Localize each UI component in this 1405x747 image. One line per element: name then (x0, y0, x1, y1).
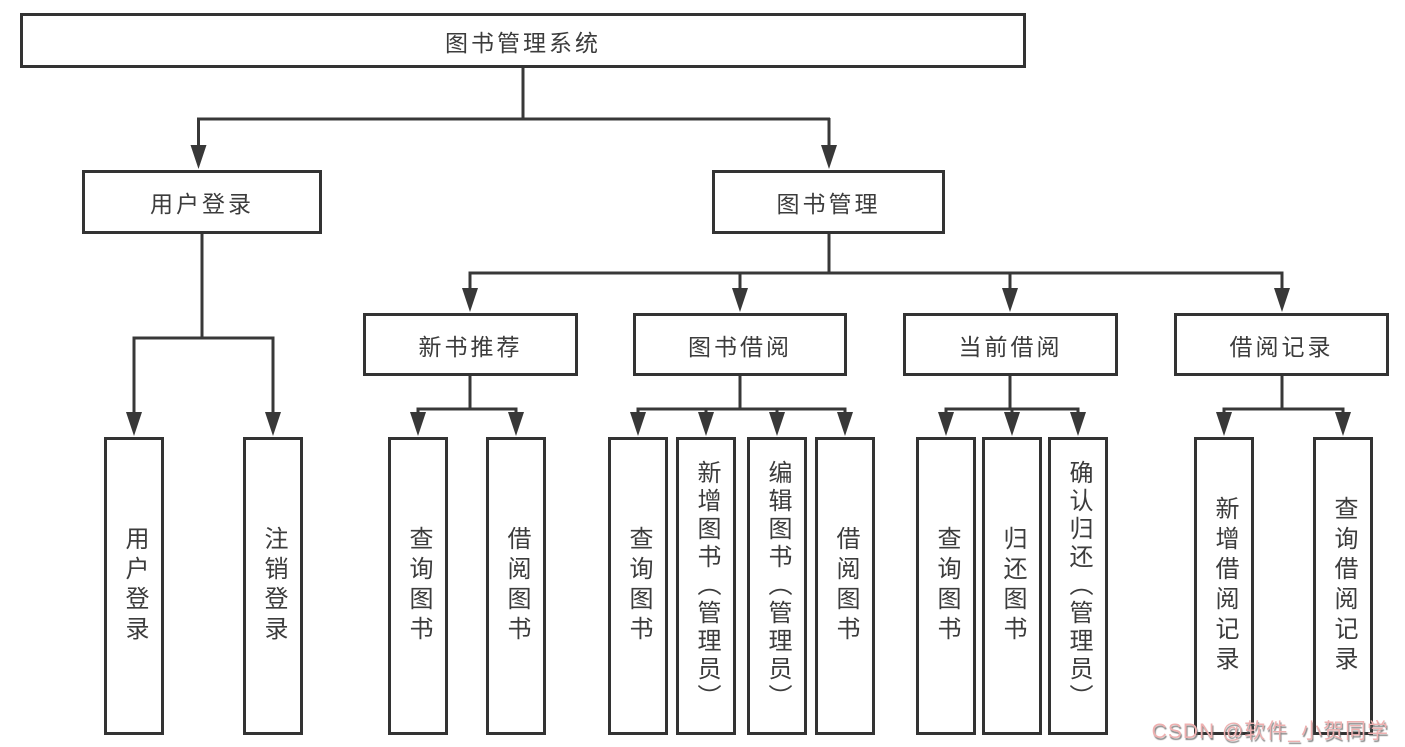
node-new-book-recommend-label: 新书推荐 (418, 333, 523, 360)
leaf-bb-add-book-admin: 新增图书（管理员） (676, 437, 736, 735)
leaf-bb-borrow-book-label: 借阅图书 (832, 526, 859, 646)
leaf-bb-borrow-book: 借阅图书 (815, 437, 875, 735)
leaf-user-login: 用户登录 (104, 437, 164, 735)
leaf-cb-confirm-return-admin: 确认归还（管理员） (1048, 437, 1108, 735)
leaf-br-add-record: 新增借阅记录 (1194, 437, 1254, 735)
leaf-bb-edit-book-admin: 编辑图书（管理员） (747, 437, 807, 735)
leaf-cb-query-book: 查询图书 (916, 437, 976, 735)
node-current-borrow-label: 当前借阅 (958, 333, 1063, 360)
node-book-management: 图书管理 (712, 170, 945, 234)
leaf-user-login-label: 用户登录 (121, 526, 148, 646)
node-borrow-records: 借阅记录 (1174, 313, 1389, 376)
node-current-borrow: 当前借阅 (903, 313, 1118, 376)
leaf-bb-query-book-label: 查询图书 (625, 526, 652, 646)
node-root-library-system: 图书管理系统 (20, 13, 1026, 68)
node-book-borrow: 图书借阅 (633, 313, 847, 376)
leaf-nb-borrow-book: 借阅图书 (486, 437, 546, 735)
node-user-login-label: 用户登录 (150, 191, 254, 217)
leaf-nb-query-book-label: 查询图书 (405, 526, 432, 646)
node-borrow-records-label: 借阅记录 (1229, 333, 1334, 360)
leaf-cb-return-book-label: 归还图书 (999, 526, 1026, 646)
csdn-watermark: CSDN @软件_小贺同学 (1151, 720, 1389, 743)
leaf-bb-edit-book-admin-label: 编辑图书（管理员） (764, 460, 791, 712)
leaf-nb-query-book: 查询图书 (388, 437, 448, 735)
node-book-borrow-label: 图书借阅 (688, 333, 792, 360)
leaf-logout: 注销登录 (243, 437, 303, 735)
leaf-bb-add-book-admin-label: 新增图书（管理员） (693, 460, 720, 712)
node-book-management-label: 图书管理 (776, 191, 881, 217)
leaf-bb-query-book: 查询图书 (608, 437, 668, 735)
leaf-br-add-record-label: 新增借阅记录 (1211, 496, 1238, 676)
leaf-cb-confirm-return-admin-label: 确认归还（管理员） (1065, 460, 1092, 712)
leaf-cb-query-book-label: 查询图书 (933, 526, 960, 646)
node-user-login: 用户登录 (82, 170, 322, 234)
leaf-br-query-record: 查询借阅记录 (1313, 437, 1373, 735)
leaf-logout-label: 注销登录 (260, 526, 287, 646)
node-new-book-recommend: 新书推荐 (363, 313, 578, 376)
leaf-cb-return-book: 归还图书 (982, 437, 1042, 735)
node-root-label: 图书管理系统 (445, 29, 601, 56)
leaf-nb-borrow-book-label: 借阅图书 (503, 526, 530, 646)
leaf-br-query-record-label: 查询借阅记录 (1330, 496, 1357, 676)
